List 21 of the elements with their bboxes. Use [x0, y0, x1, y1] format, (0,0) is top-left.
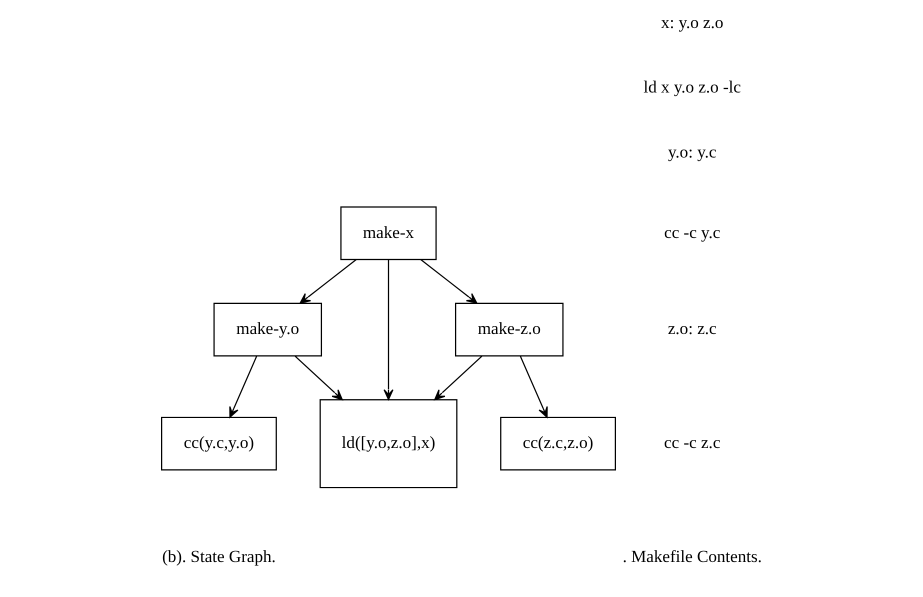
- arrow: [383, 260, 393, 400]
- arrow: [228, 356, 257, 418]
- arrow: [434, 356, 482, 400]
- arrow: [420, 259, 477, 304]
- arrow: [294, 356, 342, 400]
- label: ld x y.o z.o -lc: [643, 78, 740, 97]
- label: cc -c z.c: [664, 433, 720, 452]
- node-box: make-x: [340, 206, 436, 260]
- label: . Makefile Contents.: [622, 547, 762, 566]
- label: y.o: y.c: [667, 142, 716, 162]
- label: cc -c y.c: [664, 222, 720, 242]
- node-box: cc(z.c,z.o): [500, 416, 616, 470]
- node-box: make-y.o: [212, 302, 322, 356]
- arrow: [519, 356, 548, 418]
- node-box: cc(y.c,y.o): [160, 416, 276, 470]
- node-box: make-z.o: [454, 302, 564, 356]
- label: (b). State Graph.: [162, 547, 276, 566]
- label: x: y.o z.o: [660, 12, 723, 32]
- node-box: ld([y.o,z.o],x): [319, 399, 457, 488]
- label: z.o: z.c: [667, 319, 716, 338]
- arrow: [299, 259, 356, 304]
